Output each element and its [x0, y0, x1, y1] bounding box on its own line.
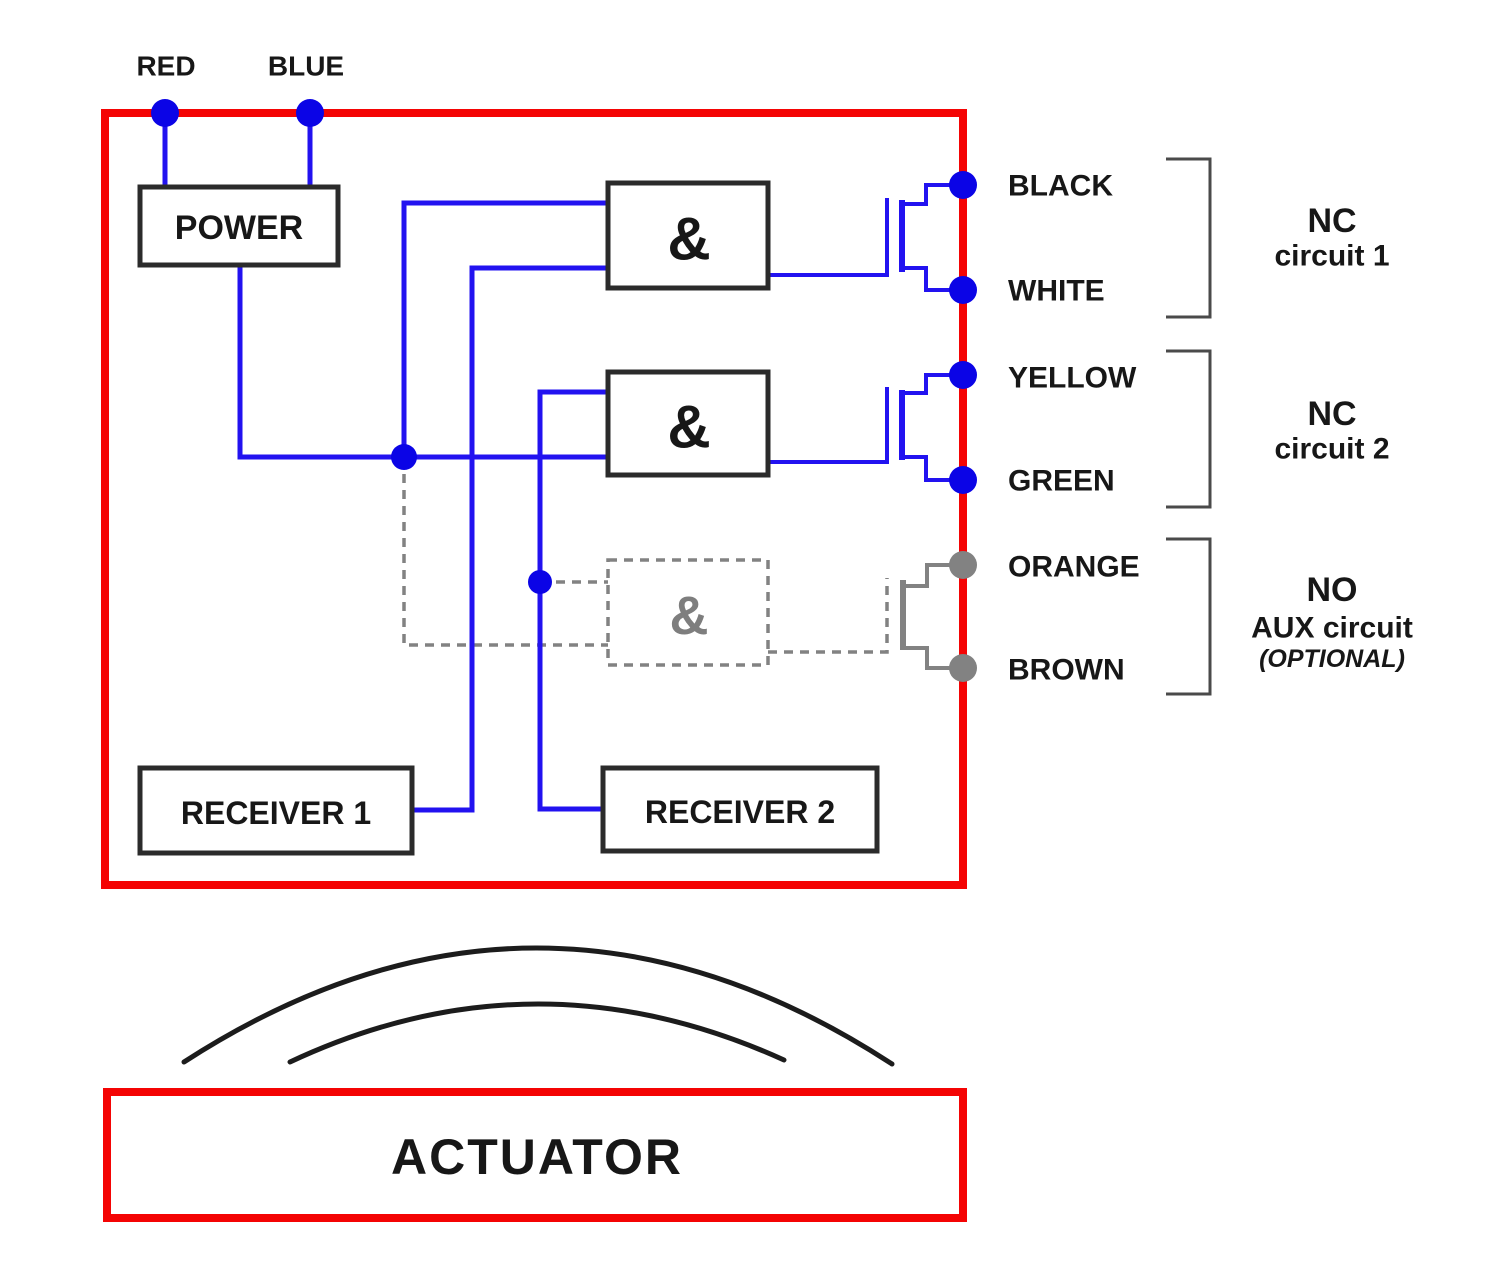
brown-wire-label: BROWN: [1008, 654, 1125, 687]
transistor2-source-lead: [902, 455, 951, 482]
brown-wire-dot: [949, 654, 977, 682]
circuit1-bracket: [1166, 157, 1212, 319]
aux-and-gate-symbol: &: [670, 586, 709, 646]
blue-terminal-dot: [296, 99, 324, 127]
black-wire-dot: [949, 171, 977, 199]
aux-and-gate-box: [606, 558, 770, 667]
orange-wire-dot: [949, 551, 977, 579]
aux-gate-lower-input-wire-dashed: [402, 458, 608, 647]
outer-sensing-arc: [181, 945, 895, 1067]
receiver1-to-gate1-wire: [412, 265, 608, 813]
controller-enclosure-outline: [101, 109, 967, 889]
aux-transistor-gate-wire-dashed: [768, 578, 889, 654]
receiver2-label: RECEIVER 2: [645, 794, 835, 830]
aux-circuit-optional-label: (OPTIONAL): [1259, 645, 1405, 673]
circuit2-name-label: circuit 2: [1274, 433, 1389, 466]
transistor1-source-lead: [902, 266, 951, 292]
black-wire-label: BLACK: [1008, 170, 1113, 203]
receiver1-box: [137, 765, 415, 856]
power-to-gate2-wire: [237, 265, 608, 460]
blue-terminal-label: BLUE: [268, 51, 344, 82]
circuit2-bracket: [1166, 349, 1212, 509]
aux-transistor-drain-lead: [903, 563, 951, 588]
receiver2-to-gate2-wire: [537, 389, 608, 812]
and-gate-1-box: [605, 180, 771, 291]
green-wire-label: GREEN: [1008, 465, 1115, 498]
receiver2-aux-junction-dot: [528, 570, 552, 594]
circuit2-type-label: NC: [1307, 395, 1356, 433]
and-gate-2-box: [605, 369, 771, 478]
orange-wire-label: ORANGE: [1008, 551, 1140, 584]
receiver2-box: [600, 765, 880, 854]
red-terminal-dot: [151, 99, 179, 127]
power-box: [137, 184, 341, 268]
green-wire-dot: [949, 466, 977, 494]
inner-sensing-arc: [287, 1001, 787, 1065]
yellow-wire-dot: [949, 361, 977, 389]
transistor1-drain-lead: [902, 183, 951, 206]
power-label: POWER: [175, 209, 303, 247]
transistor2-gate-wire: [768, 387, 889, 464]
receiver1-label: RECEIVER 1: [181, 795, 371, 831]
aux-transistor-source-lead: [903, 646, 951, 670]
circuit1-name-label: circuit 1: [1274, 240, 1389, 273]
aux-circuit-name-label: AUX circuit: [1251, 612, 1413, 645]
power-junction-dot: [391, 444, 417, 470]
white-wire-dot: [949, 276, 977, 304]
red-terminal-label: RED: [136, 51, 195, 82]
transistor2-drain-lead: [902, 373, 951, 395]
and-gate-2-symbol: &: [667, 394, 710, 461]
transistor1-gate-wire: [768, 198, 889, 277]
actuator-label: ACTUATOR: [391, 1129, 683, 1185]
aux-circuit-bracket: [1166, 537, 1212, 696]
power-to-gate1-wire: [401, 200, 608, 457]
actuator-box: [103, 1088, 967, 1222]
circuit1-type-label: NC: [1307, 202, 1356, 240]
white-wire-label: WHITE: [1008, 275, 1105, 308]
aux-circuit-type-label: NO: [1307, 571, 1358, 609]
and-gate-1-symbol: &: [667, 206, 710, 273]
yellow-wire-label: YELLOW: [1008, 362, 1137, 395]
